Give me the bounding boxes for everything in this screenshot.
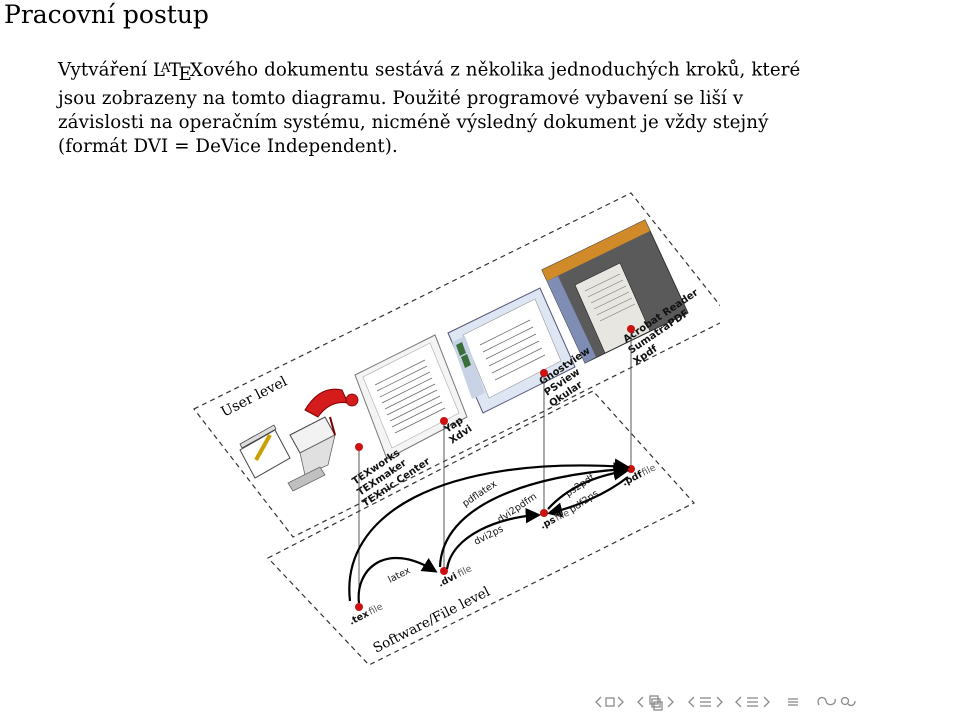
dvi-file-node bbox=[440, 567, 448, 575]
pin-pdf-viewer bbox=[627, 325, 635, 333]
latex-arrow bbox=[357, 557, 438, 604]
dvi-viewer-screenshot bbox=[354, 334, 468, 460]
tool-label: dvi2pdfm bbox=[496, 491, 539, 525]
frame-icon bbox=[605, 697, 615, 707]
tool-label: latex bbox=[386, 565, 412, 586]
ps-viewer-screenshot bbox=[447, 287, 576, 414]
dvi2pdfm-arrow bbox=[438, 462, 630, 568]
ps-file-node bbox=[540, 509, 548, 517]
pin-editor bbox=[355, 443, 363, 451]
ps2pdf-arrow bbox=[547, 465, 630, 510]
section-prev-icon[interactable] bbox=[688, 696, 695, 708]
svg-text:.dvi: .dvi bbox=[436, 571, 459, 590]
slide-prev-icon[interactable] bbox=[735, 696, 742, 708]
dvi2ps-arrow bbox=[445, 507, 542, 570]
software-level-plane bbox=[267, 390, 695, 665]
subsection-icon bbox=[649, 695, 663, 711]
pdf2ps-arrow bbox=[547, 476, 629, 518]
user-level-plane bbox=[193, 192, 720, 538]
software-level-label: Software/File level bbox=[371, 584, 493, 657]
file-label-dvi: .dvi file bbox=[436, 563, 474, 589]
beamer-navigation bbox=[593, 692, 959, 712]
pdflatex-arrow bbox=[348, 458, 631, 602]
svg-text:.tex: .tex bbox=[347, 608, 370, 627]
svg-text:file: file bbox=[640, 462, 658, 478]
tool-label: pdflatex bbox=[461, 478, 500, 509]
file-label-tex: .tex file bbox=[347, 601, 385, 627]
section-icon bbox=[700, 697, 711, 707]
editor-illustration bbox=[239, 388, 359, 492]
svg-text:file: file bbox=[456, 563, 474, 579]
align-icon[interactable] bbox=[788, 698, 798, 706]
back-icon[interactable] bbox=[817, 696, 836, 706]
paragraph-line-2: jsou zobrazeny na tomto diagramu. Použit… bbox=[58, 87, 744, 109]
body-paragraph: Vytváření LATEXového dokumentu sestává z… bbox=[58, 57, 918, 159]
workflow-diagram: User level Software/File level TEXworks … bbox=[193, 192, 720, 665]
slide-title: Pracovní postup bbox=[4, 0, 209, 29]
pdf-viewer-screenshot bbox=[541, 219, 689, 364]
pin-ps-viewer bbox=[540, 369, 548, 377]
pin-dvi-viewer bbox=[440, 417, 448, 425]
tool-label: dvi2ps bbox=[472, 524, 505, 548]
user-level-label: User level bbox=[219, 373, 291, 420]
svg-text:file: file bbox=[367, 601, 385, 617]
subsection-prev-icon[interactable] bbox=[637, 696, 644, 708]
subsection-next-icon[interactable] bbox=[667, 696, 674, 708]
paragraph-line-1: Vytváření LATEXového dokumentu sestává z… bbox=[58, 59, 801, 85]
paragraph-line-4: (formát DVI = DeVice Independent). bbox=[58, 135, 398, 157]
paragraph-line-3: závislosti na operačním systému, nicméně… bbox=[58, 111, 769, 133]
latex-logo: LATEX bbox=[152, 59, 204, 85]
search-icon[interactable] bbox=[840, 696, 856, 707]
section-next-icon[interactable] bbox=[716, 696, 723, 708]
frame-prev-icon[interactable] bbox=[595, 696, 602, 708]
frame-next-icon[interactable] bbox=[617, 696, 624, 708]
slide-icon bbox=[747, 697, 758, 707]
slide-next-icon[interactable] bbox=[763, 696, 770, 708]
tex-file-node bbox=[355, 603, 363, 611]
